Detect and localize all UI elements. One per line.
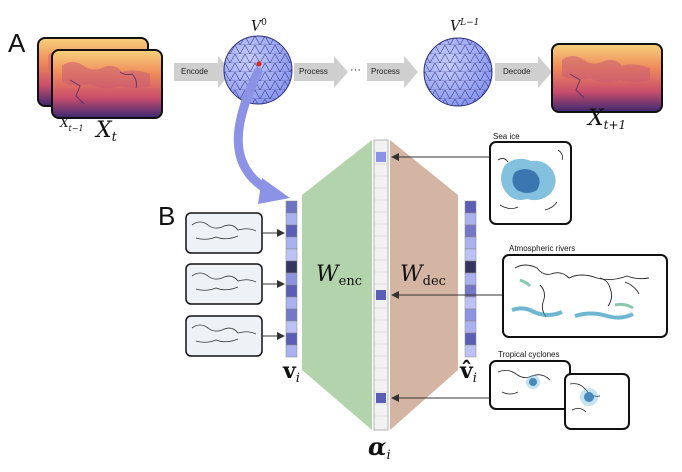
tropical-cyclones-label: Tropical cyclones bbox=[498, 350, 560, 359]
process-label-1: Process bbox=[299, 67, 328, 76]
input-map-2 bbox=[185, 263, 263, 305]
vl-label: VL−1 bbox=[450, 18, 480, 35]
process-label-2: Process bbox=[371, 67, 400, 76]
alpha-i-label: αi bbox=[368, 432, 391, 464]
decode-label: Decode bbox=[503, 67, 531, 76]
x-t-minus-1-label: Xt−1 bbox=[60, 116, 84, 134]
atmospheric-rivers-label: Atmospheric rivers bbox=[509, 244, 576, 253]
input-map-3 bbox=[185, 315, 263, 357]
x-t-plus-1-label: Xt+1 bbox=[588, 106, 627, 133]
encoder-block bbox=[302, 140, 372, 430]
map-x-t bbox=[51, 49, 163, 119]
atmospheric-rivers-map bbox=[502, 254, 668, 338]
w-enc-label: Wenc bbox=[316, 262, 362, 290]
panel-label-b: B bbox=[158, 201, 176, 231]
sea-ice-map bbox=[489, 141, 572, 225]
vector-v-hat-i bbox=[464, 200, 477, 358]
vector-alpha-i bbox=[373, 139, 389, 431]
decoder-block bbox=[390, 140, 458, 430]
alpha-active-cell-1 bbox=[376, 152, 386, 162]
encode-arrow bbox=[174, 56, 232, 88]
x-t-label: Xt bbox=[96, 118, 117, 146]
process-arrow-1 bbox=[294, 56, 348, 88]
input-map-1 bbox=[185, 212, 263, 254]
panel-label-a: A bbox=[8, 28, 26, 58]
v-i-label: vi bbox=[283, 358, 300, 387]
w-dec-label: Wdec bbox=[400, 262, 446, 290]
v0-label: V0 bbox=[251, 18, 267, 35]
ellipsis-label: ··· bbox=[350, 64, 361, 76]
process-arrow-2 bbox=[367, 56, 418, 88]
vector-v-i bbox=[285, 200, 298, 358]
tropical-cyclones-map-1 bbox=[489, 360, 571, 410]
sphere-vl-minus-1 bbox=[423, 37, 493, 107]
selected-node-marker bbox=[256, 61, 262, 67]
encode-label: Encode bbox=[181, 67, 209, 76]
alpha-active-cell-3 bbox=[376, 393, 386, 403]
decode-arrow bbox=[495, 56, 552, 88]
curved-arrow bbox=[233, 67, 290, 204]
tropical-cyclones-map-2 bbox=[564, 373, 630, 430]
sea-ice-label: Sea ice bbox=[493, 132, 520, 141]
map-x-t-plus-1 bbox=[551, 43, 663, 113]
alpha-active-cell-2 bbox=[376, 290, 386, 300]
v-hat-i-label: v̂i bbox=[460, 358, 477, 387]
